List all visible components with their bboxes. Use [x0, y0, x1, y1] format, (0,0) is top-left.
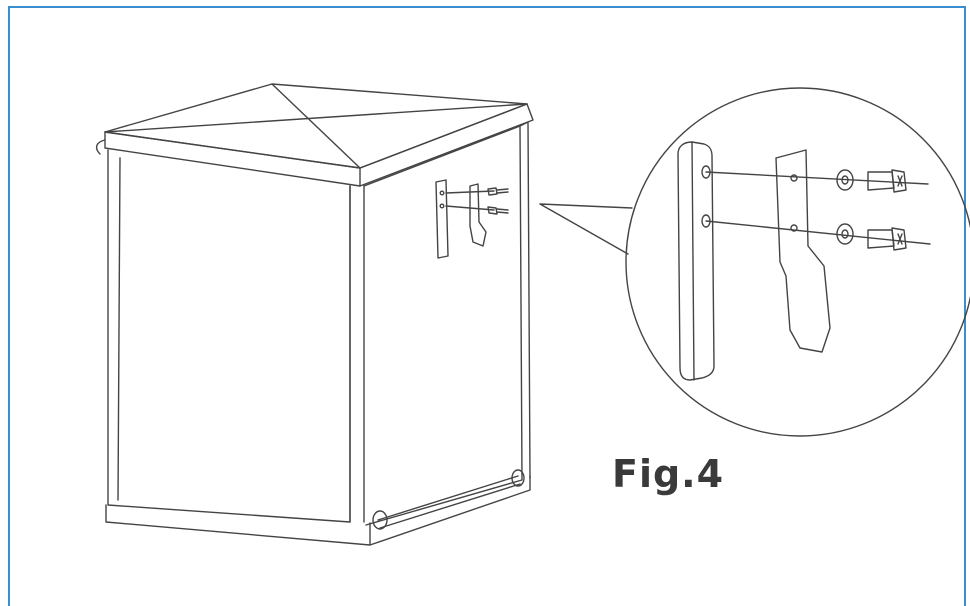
latch-hook	[469, 183, 487, 247]
latch-hole-2	[439, 203, 445, 209]
washer-2	[836, 223, 854, 245]
bottom-rod	[377, 475, 521, 529]
latch-plate	[435, 179, 449, 259]
callout-leader	[539, 203, 633, 255]
detail-circle	[625, 87, 970, 437]
assembly-diagram	[95, 83, 970, 546]
latch-line-2	[445, 205, 495, 211]
lid-rim-side	[359, 103, 534, 187]
hook-bracket	[775, 149, 831, 353]
side-edge	[519, 121, 531, 479]
wheel-right	[511, 469, 525, 487]
fastener-line-2	[705, 220, 931, 245]
screw-1	[867, 169, 907, 193]
figure-label: Fig.4	[612, 452, 725, 496]
front-inner-edge	[117, 157, 121, 501]
front-panel	[107, 149, 351, 523]
figure-frame	[8, 6, 966, 606]
mounting-plate-edge	[691, 141, 695, 381]
bracket-hole-1	[790, 174, 798, 182]
corner-post	[349, 185, 365, 523]
bin-illustration	[95, 83, 534, 546]
latch-screw-2	[487, 206, 509, 215]
base-rim-side	[369, 475, 531, 546]
latch-hole-1	[439, 190, 445, 196]
wheel-left	[372, 510, 388, 530]
bracket-hole-2	[790, 224, 798, 232]
lid-ridge-2	[271, 83, 361, 169]
latch-screw-1	[487, 187, 509, 196]
side-panel	[363, 125, 523, 526]
lid-ridge-1	[104, 103, 528, 133]
screw-2	[867, 227, 907, 251]
mounting-plate	[677, 141, 715, 381]
latch-line-1	[445, 190, 495, 194]
detail-callout	[625, 87, 970, 437]
fastener-line-1	[705, 171, 929, 185]
base-rim-front	[105, 504, 371, 546]
lid-lip	[95, 139, 106, 155]
washer-1	[836, 169, 854, 191]
lid-rim-front	[104, 131, 361, 187]
